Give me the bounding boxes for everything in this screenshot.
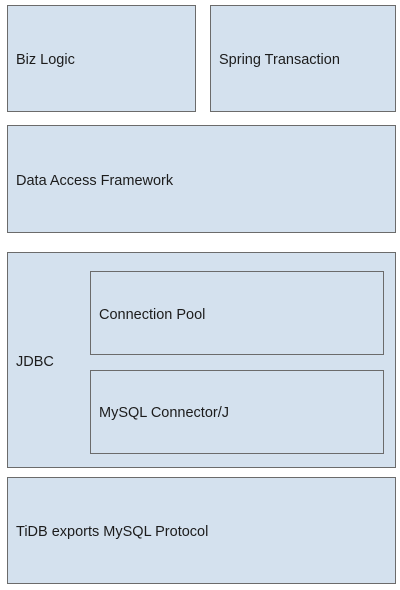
mysql-connector-label: MySQL Connector/J	[99, 405, 230, 421]
mysql-connector-box: MySQL Connector/J	[90, 370, 384, 454]
jdbc-label: JDBC	[16, 354, 54, 370]
spring-transaction-box: Spring Transaction	[210, 5, 396, 112]
connection-pool-label: Connection Pool	[99, 307, 206, 323]
biz-logic-label: Biz Logic	[16, 52, 75, 68]
connection-pool-box: Connection Pool	[90, 271, 384, 355]
tidb-label: TiDB exports MySQL Protocol	[16, 524, 209, 540]
spring-transaction-label: Spring Transaction	[219, 52, 340, 68]
data-access-framework-label: Data Access Framework	[16, 173, 174, 189]
tidb-box: TiDB exports MySQL Protocol	[7, 477, 396, 584]
data-access-framework-box: Data Access Framework	[7, 125, 396, 233]
jdbc-box: JDBC Connection Pool MySQL Connector/J	[7, 252, 396, 468]
biz-logic-box: Biz Logic	[7, 5, 196, 112]
